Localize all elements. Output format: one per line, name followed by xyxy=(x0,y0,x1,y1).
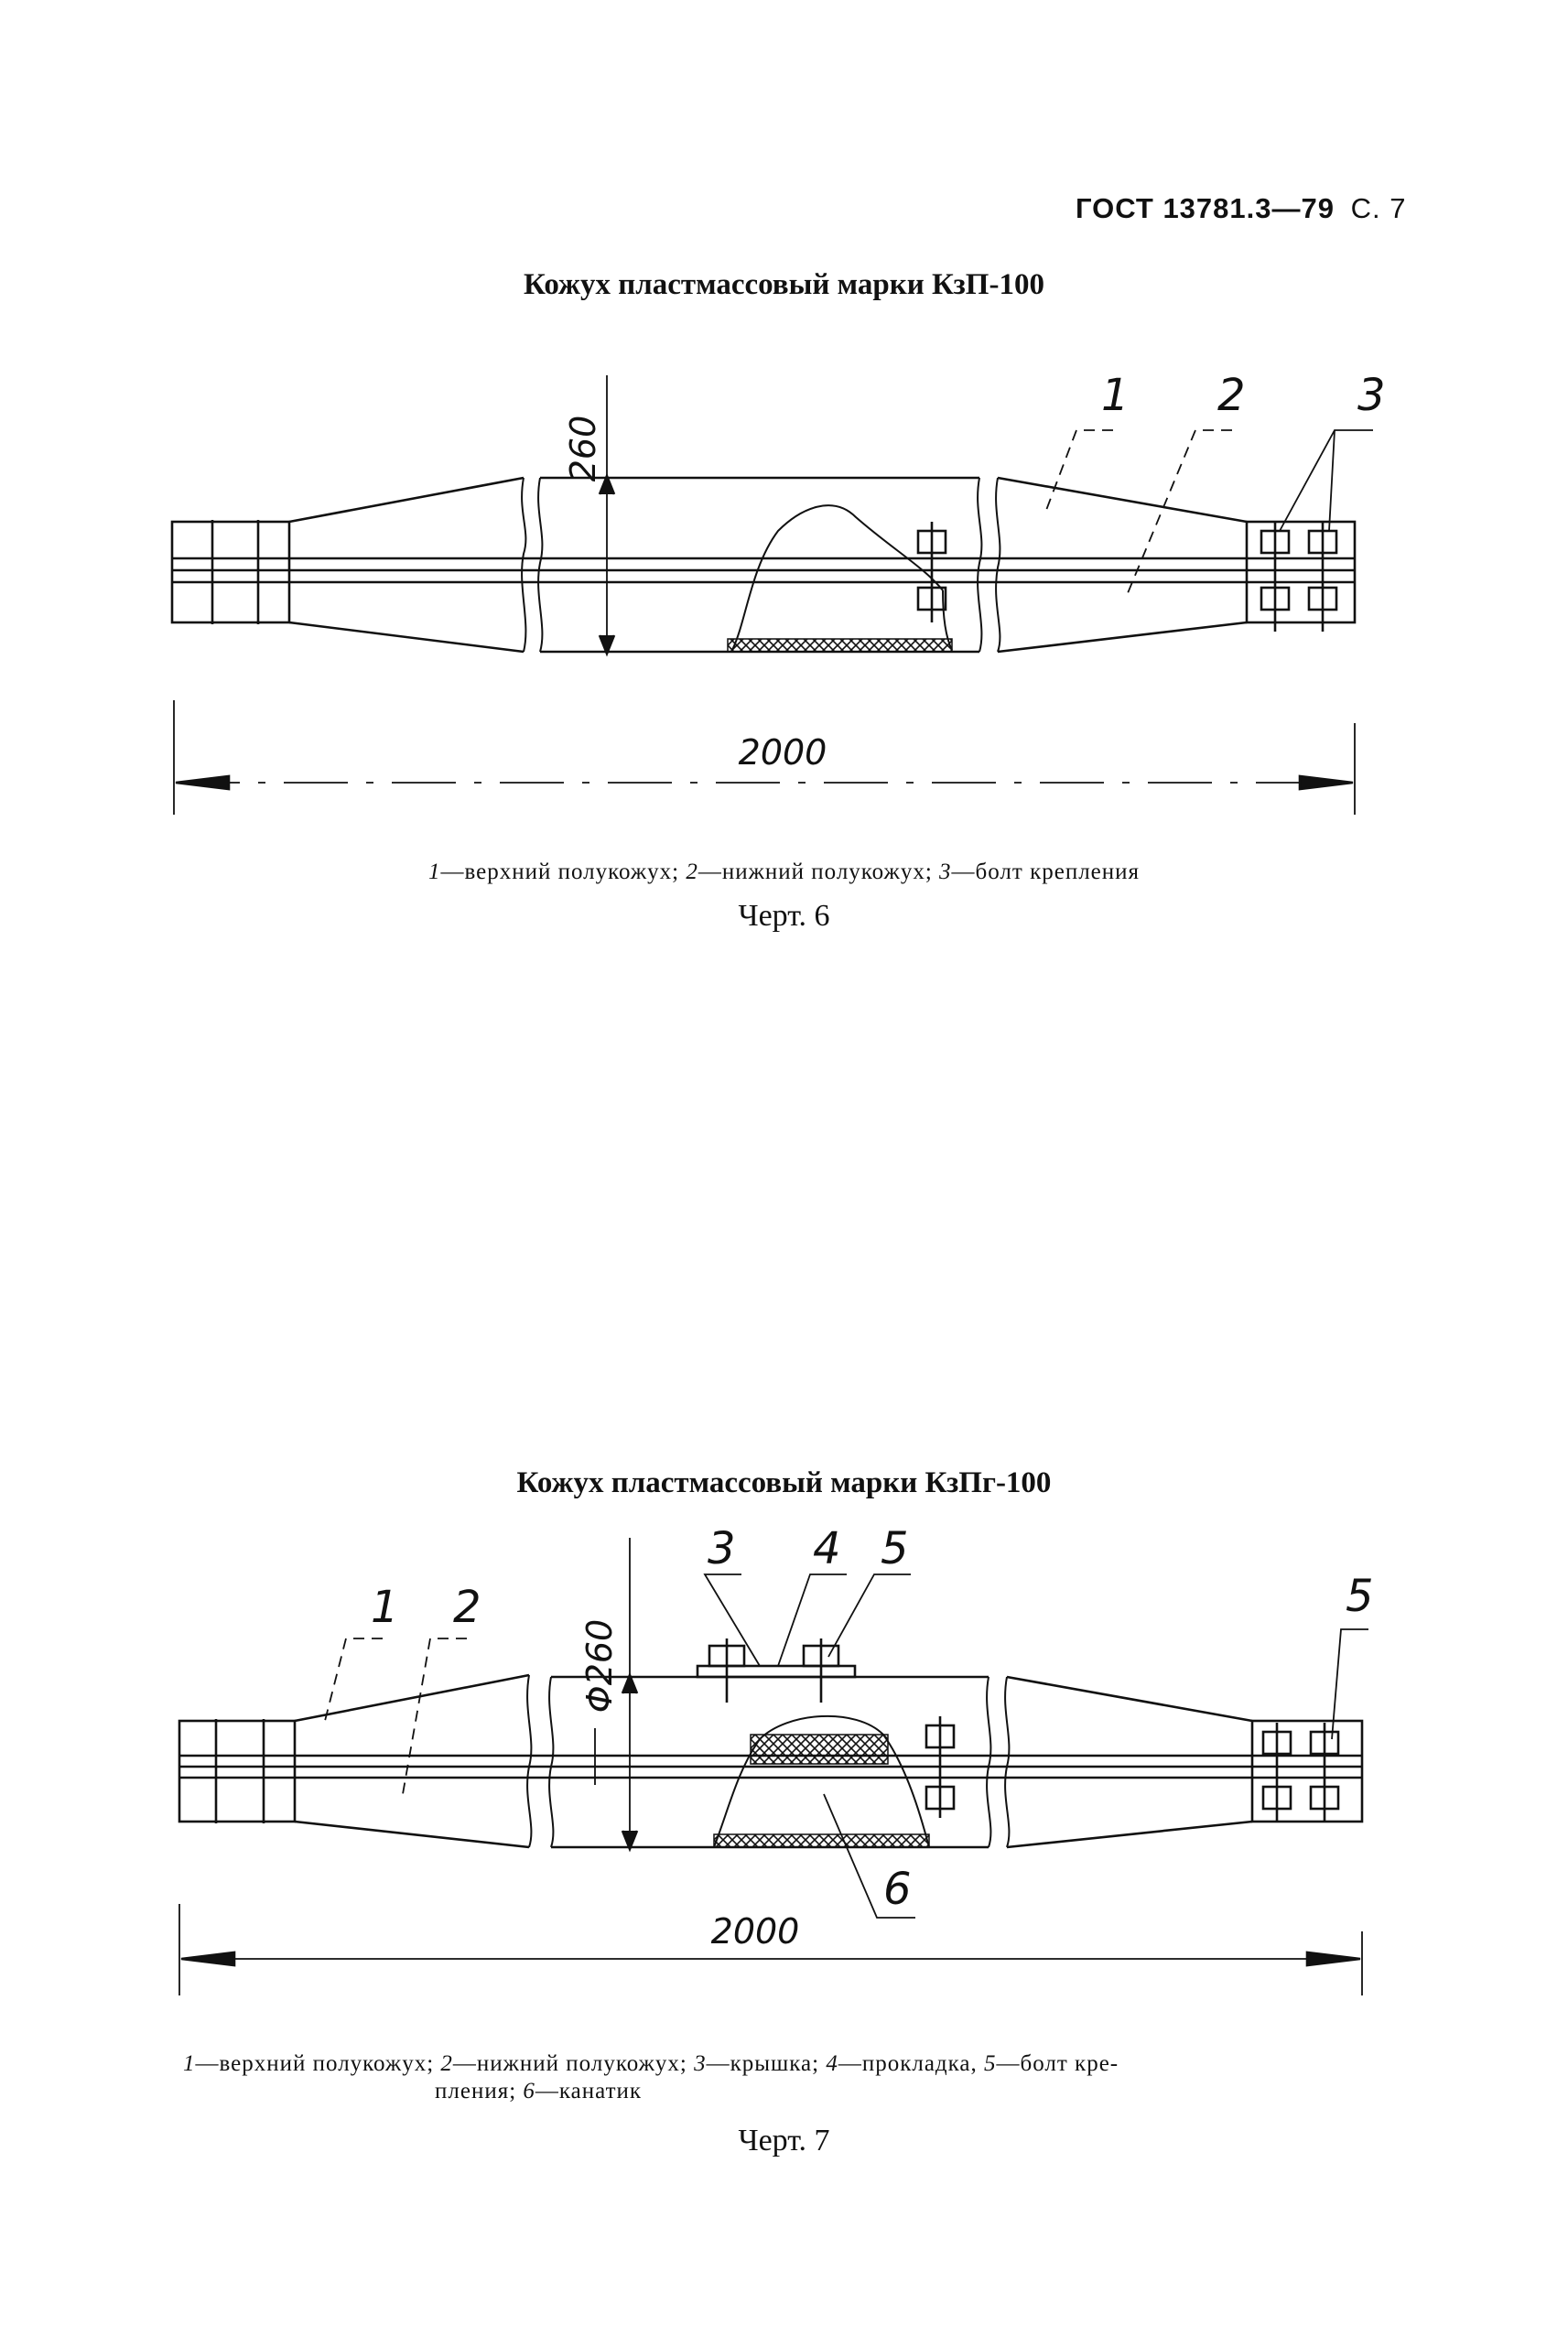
drawing1-svg: 260 2000 1 2 3 xyxy=(170,370,1386,815)
drawing2-legend: 1—верхний полукожух; 2—нижний полукожух;… xyxy=(183,2051,1119,2103)
figure-label-6: Черт. 6 xyxy=(738,899,830,933)
callout2-6: 6 xyxy=(883,1864,912,1915)
dim-diameter-label: Φ260 xyxy=(579,1619,620,1713)
callout-1: 1 xyxy=(1101,370,1130,421)
callout2-2: 2 xyxy=(453,1582,481,1633)
drawing2-title: Кожух пластмассовый марки КзПг-100 xyxy=(516,1466,1052,1499)
drawing1-legend: 1—верхний полукожух; 2—нижний полукожух;… xyxy=(427,860,1141,884)
dim-length-label-2: 2000 xyxy=(711,1911,800,1952)
callout2-1: 1 xyxy=(371,1582,399,1633)
figure-label-7: Черт. 7 xyxy=(738,2124,830,2157)
callout2-5b: 5 xyxy=(1346,1571,1374,1622)
dim-height-label: 260 xyxy=(563,416,603,482)
callout-3: 3 xyxy=(1357,370,1386,421)
callout-2: 2 xyxy=(1217,370,1246,421)
callout2-5: 5 xyxy=(881,1523,909,1574)
standard-number: ГОСТ 13781.3—79 xyxy=(1076,192,1335,224)
drawing1-title: Кожух пластмассовый марки КзП-100 xyxy=(524,268,1044,301)
page-header: ГОСТ 13781.3—79 С. 7 xyxy=(1076,192,1406,225)
callout2-4: 4 xyxy=(813,1523,841,1574)
dim-length-label: 2000 xyxy=(739,732,827,773)
callout2-3: 3 xyxy=(708,1523,736,1574)
drawing2-svg: Φ260 2000 1 2 3 4 5 5 6 xyxy=(178,1523,1374,1995)
hatched-gasket xyxy=(727,638,953,653)
page-number: С. 7 xyxy=(1350,192,1407,224)
hatched-cord xyxy=(750,1734,889,1765)
hatched-gasket-2 xyxy=(713,1833,930,1848)
